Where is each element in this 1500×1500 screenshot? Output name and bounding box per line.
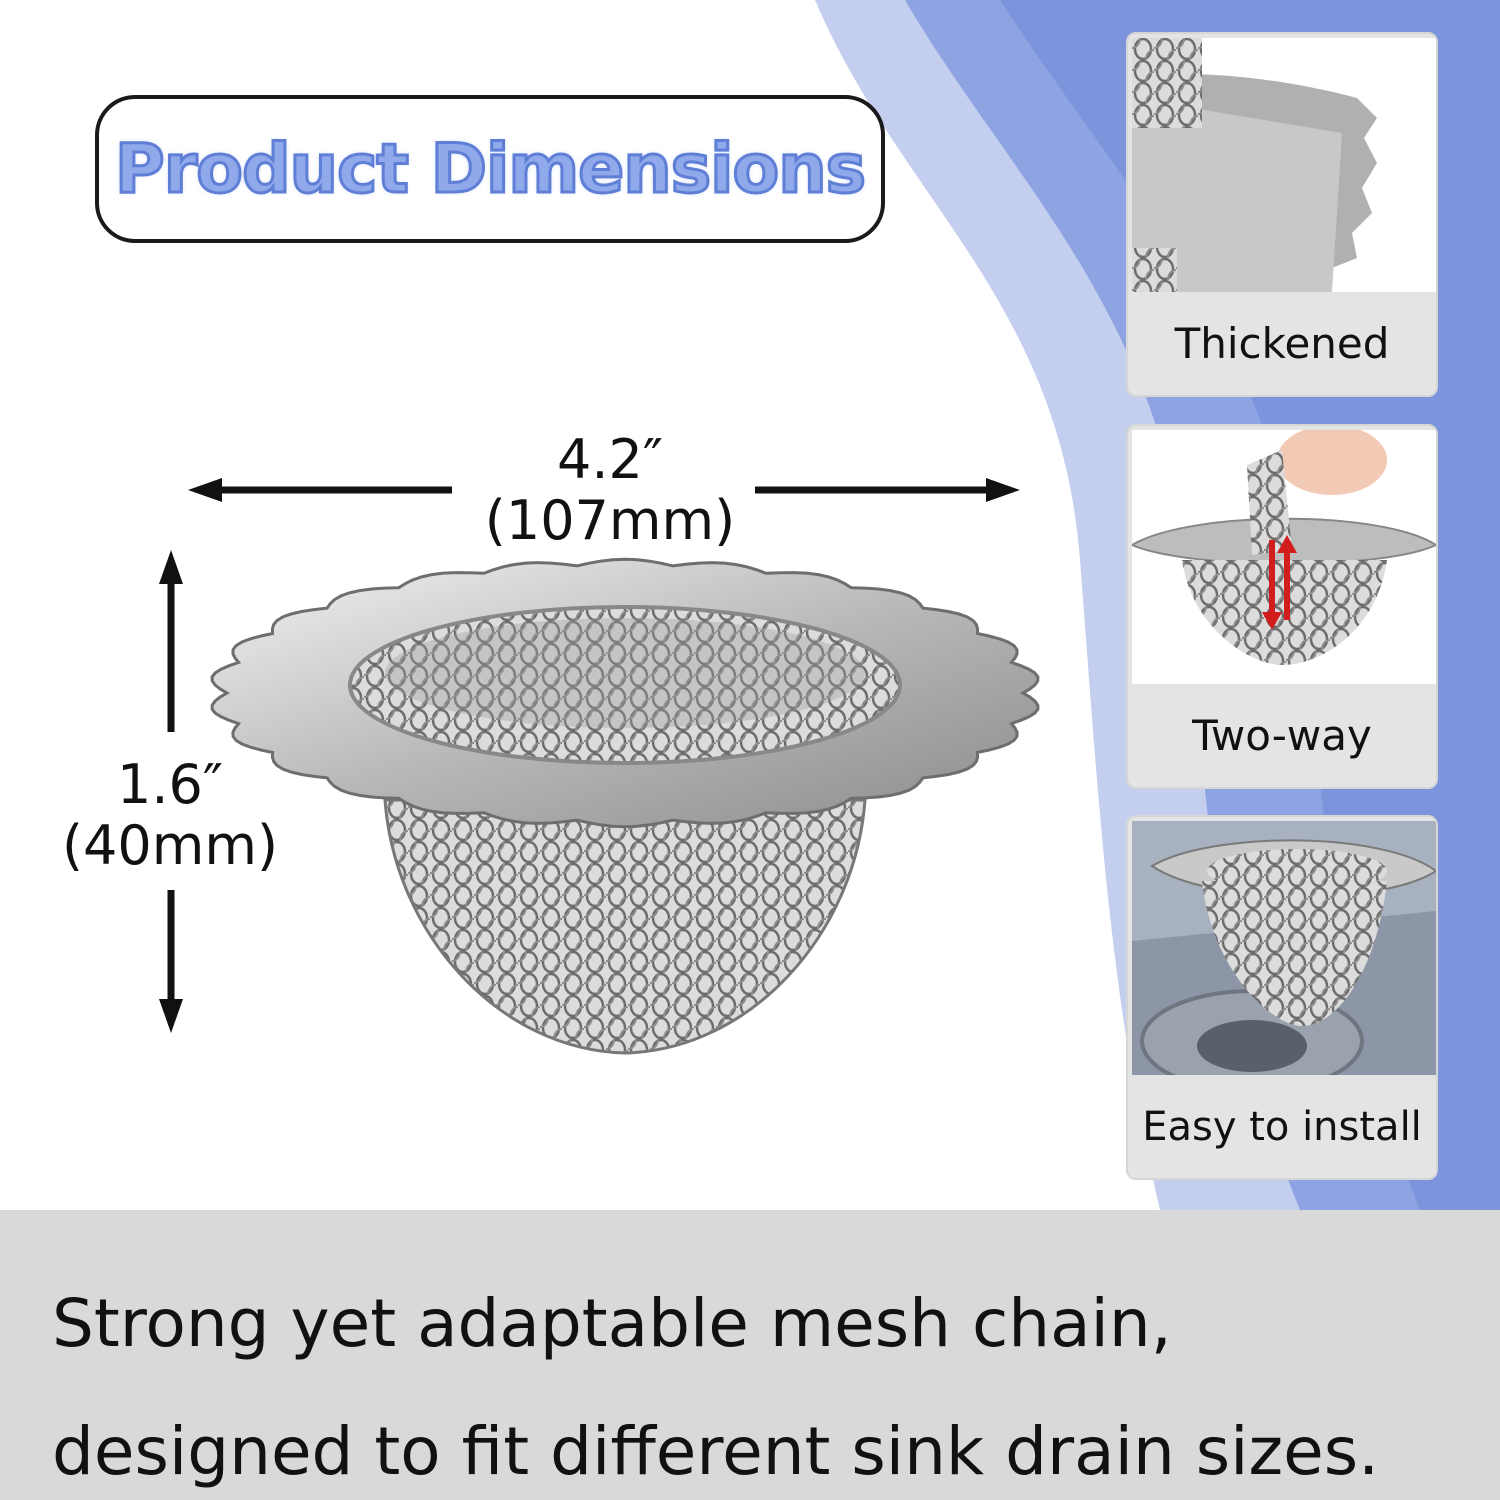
width-mm: (107mm) <box>484 489 736 552</box>
page-title: Product Dimensions <box>113 128 867 210</box>
install-photo <box>1132 821 1436 1075</box>
height-mm: (40mm) <box>61 814 279 877</box>
feature-label: Easy to install <box>1142 1103 1422 1150</box>
feature-label: Thickened <box>1174 319 1390 368</box>
thickened-photo <box>1132 38 1436 292</box>
feature-card-two-way: Two-way <box>1126 424 1438 789</box>
two-way-photo <box>1132 430 1436 684</box>
tagline-band: Strong yet adaptable mesh chain, designe… <box>0 1210 1500 1500</box>
title-box: Product Dimensions <box>95 95 885 243</box>
tagline-line-1: Strong yet adaptable mesh chain, <box>52 1285 1172 1362</box>
height-inches: 1.6″ <box>116 753 224 816</box>
height-dimension: 1.6″ (40mm) <box>40 755 300 877</box>
width-inches: 4.2″ <box>556 428 664 491</box>
feature-card-easy-install: Easy to install <box>1126 815 1438 1180</box>
feature-label: Two-way <box>1192 711 1372 760</box>
strainer-product-image <box>210 557 1040 1055</box>
width-dimension: 4.2″ (107mm) <box>440 430 780 552</box>
feature-card-thickened: Thickened <box>1126 32 1438 397</box>
tagline-line-2: designed to fit different sink drain siz… <box>52 1413 1380 1490</box>
